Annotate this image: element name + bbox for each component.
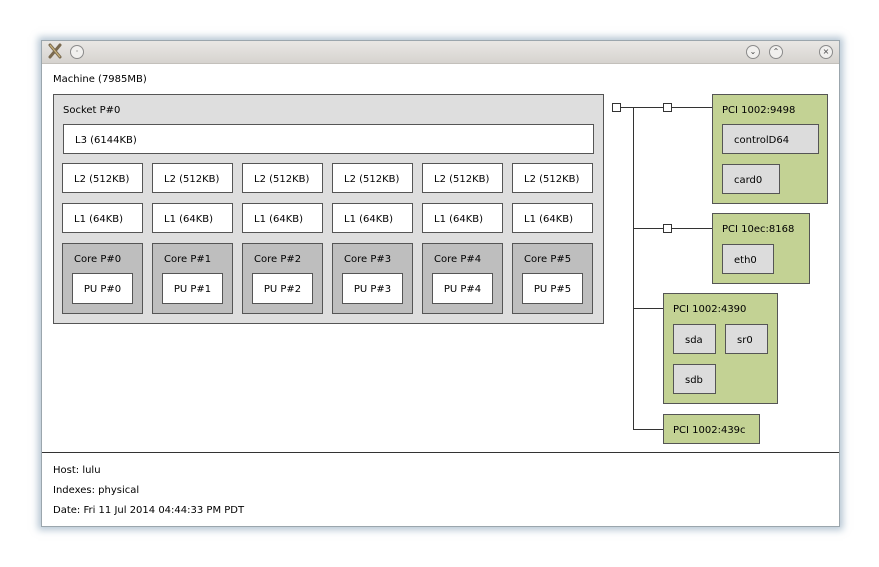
link-pci0 (633, 107, 712, 108)
l2-cache: L2 (512KB) (242, 163, 323, 193)
footer-date: Date: Fri 11 Jul 2014 04:44:33 PM PDT (53, 505, 244, 516)
processing-unit: PU P#5 (522, 273, 583, 304)
machine-label: Machine (7985MB) (53, 74, 147, 85)
os-device: controlD64 (722, 124, 819, 154)
os-device: sr0 (725, 324, 768, 354)
l1-cache-label: L1 (64KB) (524, 214, 573, 225)
l1-cache-label: L1 (64KB) (74, 214, 123, 225)
os-device: sdb (673, 364, 716, 394)
minimize-button[interactable]: ⌄ (746, 45, 760, 59)
processing-unit: PU P#1 (162, 273, 223, 304)
link-pci3 (633, 429, 663, 430)
pu-label: PU P#1 (163, 284, 222, 295)
close-button[interactable]: × (819, 45, 833, 59)
link-pci1 (633, 228, 712, 229)
l2-cache: L2 (512KB) (422, 163, 503, 193)
processing-unit: PU P#3 (342, 273, 403, 304)
l3-label: L3 (6144KB) (75, 135, 137, 146)
core-label: Core P#2 (254, 254, 301, 265)
pu-label: PU P#0 (73, 284, 132, 295)
core: Core P#4 PU P#4 (422, 243, 503, 314)
topology-canvas: Machine (7985MB) Socket P#0 L3 (6144KB) … (42, 64, 839, 526)
core: Core P#2 PU P#2 (242, 243, 323, 314)
core-label: Core P#1 (164, 254, 211, 265)
l2-cache-label: L2 (512KB) (74, 174, 129, 185)
pci-device-3: PCI 1002:439c (663, 414, 760, 444)
core: Core P#3 PU P#3 (332, 243, 413, 314)
l2-cache-label: L2 (512KB) (344, 174, 399, 185)
pci-label: PCI 1002:9498 (722, 105, 795, 116)
pci1-port (663, 224, 672, 233)
l1-cache: L1 (64KB) (62, 203, 143, 233)
core-label: Core P#3 (344, 254, 391, 265)
pu-label: PU P#2 (253, 284, 312, 295)
l2-cache: L2 (512KB) (152, 163, 233, 193)
pci-device-1: PCI 10ec:8168 eth0 (712, 213, 810, 284)
pci-device-0: PCI 1002:9498 controlD64 card0 (712, 94, 828, 204)
core: Core P#5 PU P#5 (512, 243, 593, 314)
l2-cache: L2 (512KB) (332, 163, 413, 193)
title-bar[interactable]: · ⌄ ⌃ × (42, 41, 839, 64)
l1-cache-label: L1 (64KB) (164, 214, 213, 225)
l2-cache: L2 (512KB) (62, 163, 143, 193)
window-menu-button[interactable]: · (70, 45, 84, 59)
core-label: Core P#5 (524, 254, 571, 265)
host-bridge-port (612, 103, 621, 112)
pci-label: PCI 10ec:8168 (722, 224, 794, 235)
footer-indexes: Indexes: physical (53, 485, 139, 496)
lstopo-window: · ⌄ ⌃ × Machine (7985MB) Socket P#0 L3 (… (41, 40, 840, 527)
pu-label: PU P#3 (343, 284, 402, 295)
processing-unit: PU P#0 (72, 273, 133, 304)
os-device: eth0 (722, 244, 774, 274)
link-pci2 (633, 308, 663, 309)
l1-cache: L1 (64KB) (512, 203, 593, 233)
pci-device-2: PCI 1002:4390 sda sr0 sdb (663, 293, 778, 404)
pci0-port (663, 103, 672, 112)
footer-host: Host: lulu (53, 465, 101, 476)
os-device: sda (673, 324, 716, 354)
link-host-bridge (621, 107, 633, 108)
pu-label: PU P#4 (433, 284, 492, 295)
core: Core P#1 PU P#1 (152, 243, 233, 314)
l2-cache-label: L2 (512KB) (254, 174, 309, 185)
l1-cache-label: L1 (64KB) (434, 214, 483, 225)
l1-cache: L1 (64KB) (422, 203, 503, 233)
l2-cache-label: L2 (512KB) (164, 174, 219, 185)
maximize-button[interactable]: ⌃ (769, 45, 783, 59)
os-device: card0 (722, 164, 780, 194)
pu-label: PU P#5 (523, 284, 582, 295)
l1-cache: L1 (64KB) (332, 203, 413, 233)
l2-cache: L2 (512KB) (512, 163, 593, 193)
link-trunk (633, 107, 634, 429)
processing-unit: PU P#2 (252, 273, 313, 304)
pci-label: PCI 1002:439c (673, 425, 746, 436)
l2-cache-label: L2 (512KB) (524, 174, 579, 185)
footer-divider (42, 452, 839, 453)
core-label: Core P#0 (74, 254, 121, 265)
l3-cache: L3 (6144KB) (63, 124, 594, 154)
pci-label: PCI 1002:4390 (673, 304, 746, 315)
l1-cache-label: L1 (64KB) (344, 214, 393, 225)
processing-unit: PU P#4 (432, 273, 493, 304)
core-label: Core P#4 (434, 254, 481, 265)
l1-cache: L1 (64KB) (152, 203, 233, 233)
x-icon[interactable] (48, 43, 62, 59)
l1-cache: L1 (64KB) (242, 203, 323, 233)
l1-cache-label: L1 (64KB) (254, 214, 303, 225)
l2-cache-label: L2 (512KB) (434, 174, 489, 185)
core: Core P#0 PU P#0 (62, 243, 143, 314)
socket-label: Socket P#0 (63, 105, 120, 116)
